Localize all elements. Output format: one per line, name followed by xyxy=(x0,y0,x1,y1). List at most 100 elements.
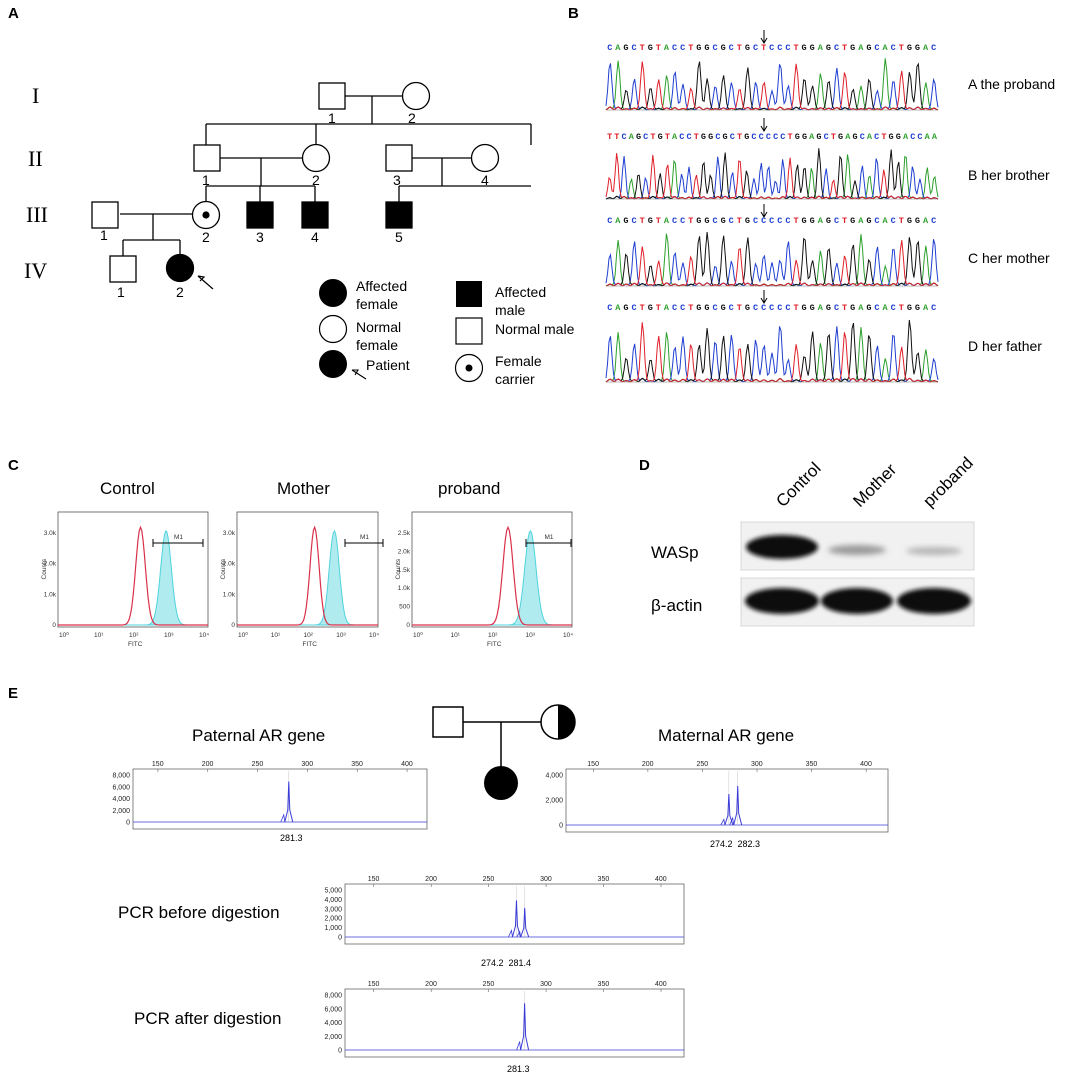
isotype-control-histogram xyxy=(58,525,208,626)
pedigree-i1-male xyxy=(318,82,346,110)
pedigree-iv1-id: 1 xyxy=(117,284,125,300)
x-axis-label: FITC xyxy=(487,641,502,648)
base-call: G xyxy=(704,43,709,53)
legend-normal-female-icon xyxy=(318,314,348,344)
y-tick-label: 4,000 xyxy=(324,1020,342,1027)
pedigree-iii2-id: 2 xyxy=(202,229,210,245)
base-call: G xyxy=(810,216,815,226)
legend-arrow-icon xyxy=(351,369,367,380)
base-call: C xyxy=(729,216,734,226)
base-call: T xyxy=(842,216,847,226)
histogram-frame xyxy=(411,511,573,628)
maternal-peak-label: 274.2 282.3 xyxy=(710,839,760,849)
histogram-frame xyxy=(57,511,209,628)
base-call: C xyxy=(891,216,896,226)
y-tick-label: 4,000 xyxy=(324,897,342,904)
peak xyxy=(284,781,294,823)
legend-normal-male: Normal male xyxy=(495,321,575,337)
wasp-band-proband xyxy=(906,547,962,555)
base-call: G xyxy=(648,216,653,226)
wasp-band-control xyxy=(746,535,818,559)
base-call: A xyxy=(615,216,621,226)
y-tick-label: 6,000 xyxy=(112,784,130,791)
mutation-arrow-icon xyxy=(760,30,768,44)
base-call: G xyxy=(838,132,843,142)
base-call: A xyxy=(664,216,670,226)
base-call: C xyxy=(773,132,778,142)
base-call: G xyxy=(745,216,750,226)
base-call: C xyxy=(753,303,758,313)
mini-pedigree xyxy=(432,704,576,800)
base-call: T xyxy=(640,43,645,53)
chromatogram-trace xyxy=(605,61,939,111)
base-call: G xyxy=(802,303,807,313)
base-call: C xyxy=(910,132,915,142)
legend-affected-female-2: female xyxy=(356,296,398,312)
generation-ii-label: II xyxy=(28,146,43,171)
base-call: G xyxy=(723,132,728,142)
y-tick-label: 0 xyxy=(126,820,130,827)
base-call: T xyxy=(899,216,904,226)
x-tick-label: 200 xyxy=(642,761,654,768)
y-axis-label: Counts xyxy=(220,558,227,579)
plot-frame xyxy=(344,988,685,1058)
base-call: C xyxy=(729,43,734,53)
x-tick-label: 10⁴ xyxy=(369,632,379,639)
x-tick-label: 300 xyxy=(751,761,763,768)
base-call: G xyxy=(648,43,653,53)
y-tick-label: 0 xyxy=(406,622,410,629)
base-call: G xyxy=(721,303,726,313)
x-axis-label: FITC xyxy=(128,641,143,648)
legend-normal-female-1: Normal xyxy=(356,319,401,335)
base-call: T xyxy=(656,303,661,313)
base-call: C xyxy=(785,303,790,313)
base-call: G xyxy=(696,216,701,226)
legend-affected-male-1: Affected xyxy=(495,284,546,300)
base-call: A xyxy=(809,132,815,142)
base-call: C xyxy=(874,216,879,226)
base-call: G xyxy=(826,216,831,226)
base-call: C xyxy=(753,43,758,53)
x-tick-label: 350 xyxy=(598,876,610,883)
y-tick-label: 8,000 xyxy=(324,993,342,1000)
y-tick-label: 2,000 xyxy=(324,916,342,923)
pedigree-iii1-id: 1 xyxy=(100,227,108,243)
base-call: C xyxy=(891,303,896,313)
base-call: G xyxy=(696,43,701,53)
base-call: C xyxy=(761,216,766,226)
base-call: G xyxy=(648,303,653,313)
base-call: C xyxy=(769,216,774,226)
x-tick-label: 250 xyxy=(483,981,495,988)
base-call: C xyxy=(834,303,839,313)
base-call: C xyxy=(834,43,839,53)
x-tick-label: 150 xyxy=(152,761,164,768)
mini-father xyxy=(432,706,464,738)
base-call: T xyxy=(793,303,798,313)
base-call: G xyxy=(802,132,807,142)
before-title: PCR before digestion xyxy=(118,903,280,922)
x-tick-label: 10² xyxy=(488,632,498,639)
base-call: G xyxy=(852,132,857,142)
base-call: C xyxy=(874,43,879,53)
seq-label-father: D her father xyxy=(968,338,1042,354)
y-tick-label: 6,000 xyxy=(324,1006,342,1013)
base-call: C xyxy=(751,132,756,142)
pedigree-iii4-affected-male xyxy=(301,201,329,229)
gate-label: M1 xyxy=(545,534,554,541)
pedigree-iv2-proband xyxy=(165,253,195,283)
legend-affected-female-1: Affected xyxy=(356,278,407,294)
y-tick-label: 2,000 xyxy=(545,798,563,805)
x-tick-label: 250 xyxy=(483,876,495,883)
chromatogram-trace xyxy=(605,322,939,383)
base-call: G xyxy=(745,303,750,313)
base-call: A xyxy=(903,132,909,142)
flow-title-control: Control xyxy=(100,479,155,498)
plot-frame xyxy=(344,883,685,945)
base-call: C xyxy=(917,132,922,142)
y-tick-label: 3.0k xyxy=(223,530,236,537)
base-call: C xyxy=(766,132,771,142)
base-call: G xyxy=(866,43,871,53)
x-tick-label: 400 xyxy=(860,761,872,768)
